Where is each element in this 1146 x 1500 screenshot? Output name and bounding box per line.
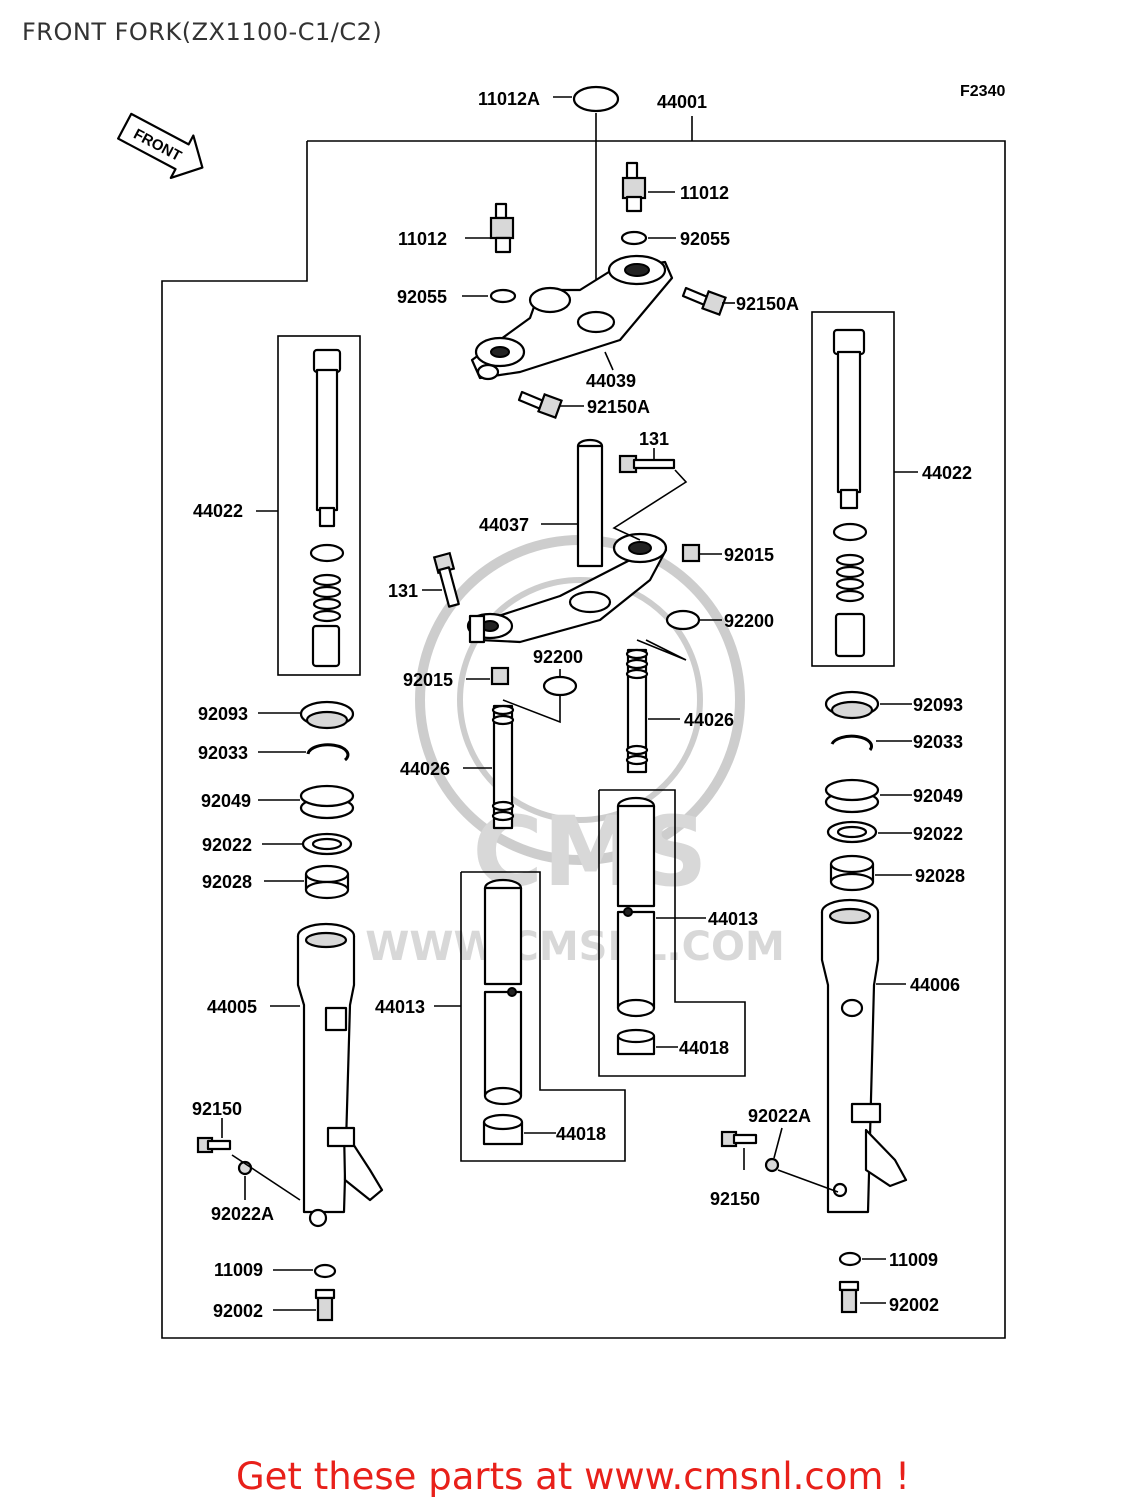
part-label-44018: 44018	[556, 1124, 606, 1144]
part-label-92022: 92022	[202, 835, 252, 855]
damper-rod-part	[491, 704, 515, 830]
part-label-92002: 92002	[213, 1301, 263, 1321]
left-cartridge-box	[277, 335, 361, 676]
spring-part	[312, 573, 342, 623]
fork-tube-part	[832, 328, 866, 510]
part-label-92022A: 92022A	[211, 1204, 274, 1224]
part-label-92028: 92028	[915, 866, 965, 886]
outer-tube-right-part	[820, 898, 908, 1214]
part-label-92093: 92093	[198, 704, 248, 724]
upper-bracket-part	[470, 254, 674, 381]
watermark-url: WWW.CMSNL.COM	[365, 924, 785, 970]
part-label-92022: 92022	[913, 824, 963, 844]
fork-tube-part	[312, 348, 342, 528]
inner-tube-part	[616, 796, 656, 1018]
promo-banner[interactable]: Get these parts at www.cmsnl.com !	[235, 1455, 910, 1498]
part-label-92002: 92002	[889, 1295, 939, 1315]
bolt-part	[517, 390, 563, 419]
part-label-44037: 44037	[479, 515, 529, 535]
part-label-92055: 92055	[680, 229, 730, 249]
part-label-92022A: 92022A	[748, 1106, 811, 1126]
part-label-92150: 92150	[710, 1189, 760, 1209]
oil-seal-part	[824, 778, 880, 814]
part-label-92055: 92055	[397, 287, 447, 307]
part-label-92150A: 92150A	[587, 397, 650, 417]
damper-part	[311, 624, 341, 668]
part-label-92015: 92015	[403, 670, 453, 690]
o-ring-part	[620, 230, 648, 246]
slide-bushing-part	[616, 1028, 656, 1056]
part-label-131: 131	[639, 429, 669, 449]
part-label-11012: 11012	[680, 183, 729, 203]
part-label-92028: 92028	[202, 872, 252, 892]
nut-part	[838, 1251, 862, 1267]
bolt-part	[681, 286, 727, 316]
nut-part	[313, 1263, 337, 1279]
part-label-44018: 44018	[679, 1038, 729, 1058]
bleed-valve-part	[489, 202, 515, 254]
part-label-44006: 44006	[910, 975, 960, 995]
drain-bolt-part	[314, 1288, 336, 1322]
right-cartridge-box	[811, 311, 895, 667]
part-label-92093: 92093	[913, 695, 963, 715]
steering-stem-part	[466, 438, 668, 644]
figure-code: F2340	[960, 83, 1005, 100]
bleed-valve-part	[621, 161, 647, 213]
part-label-92200: 92200	[533, 647, 583, 667]
slide-bushing-part	[482, 1113, 524, 1146]
seal-part	[665, 609, 701, 631]
left-inner-tube-box	[460, 871, 626, 1162]
washer-part	[832, 522, 868, 542]
part-label-92150: 92150	[192, 1099, 242, 1119]
seal-part	[542, 675, 578, 697]
nut-part	[681, 543, 701, 563]
circlip-part	[830, 734, 874, 751]
o-ring-part	[489, 288, 517, 304]
axle-bolt-part	[196, 1136, 232, 1154]
front-arrow-icon: FRONT	[117, 112, 204, 180]
axle-bolt-part	[720, 1130, 758, 1148]
damper-rod-part	[625, 648, 649, 774]
damper-part	[834, 612, 866, 658]
assembly-frame	[161, 140, 1006, 1339]
part-label-11009: 11009	[214, 1260, 263, 1280]
part-label-11012A: 11012A	[478, 89, 540, 109]
part-label-44001: 44001	[657, 92, 707, 112]
nut-part	[490, 666, 510, 686]
part-label-44039: 44039	[586, 371, 636, 391]
spring-part	[835, 553, 865, 603]
circlip-part	[306, 743, 350, 762]
part-label-44022: 44022	[922, 463, 972, 483]
part-label-44022: 44022	[193, 501, 243, 521]
part-label-92150A: 92150A	[736, 294, 799, 314]
part-label-92049: 92049	[201, 791, 251, 811]
oil-seal-part	[299, 784, 355, 820]
part-label-92033: 92033	[913, 732, 963, 752]
washer-part	[764, 1157, 780, 1173]
part-label-11012: 11012	[398, 229, 447, 249]
drain-bolt-part	[838, 1280, 860, 1314]
bushing-part	[304, 864, 350, 900]
part-label-44026: 44026	[400, 759, 450, 779]
part-label-92033: 92033	[198, 743, 248, 763]
part-label-92049: 92049	[913, 786, 963, 806]
outer-tube-left-part	[296, 922, 384, 1228]
part-label-44013: 44013	[375, 997, 425, 1017]
right-inner-tube-box	[598, 789, 746, 1077]
part-label-92200: 92200	[724, 611, 774, 631]
cap-part	[572, 85, 620, 113]
bolt-part	[618, 454, 676, 474]
part-label-44026: 44026	[684, 710, 734, 730]
part-label-11009: 11009	[889, 1250, 938, 1270]
part-label-92015: 92015	[724, 545, 774, 565]
page-title: FRONT FORK(ZX1100-C1/C2)	[22, 18, 383, 46]
part-label-44005: 44005	[207, 997, 257, 1017]
bushing-part	[829, 854, 875, 892]
bolt-part	[432, 551, 460, 608]
part-label-44013: 44013	[708, 909, 758, 929]
washer-part	[309, 543, 345, 563]
inner-tube-part	[483, 878, 523, 1106]
part-label-131: 131	[388, 581, 418, 601]
